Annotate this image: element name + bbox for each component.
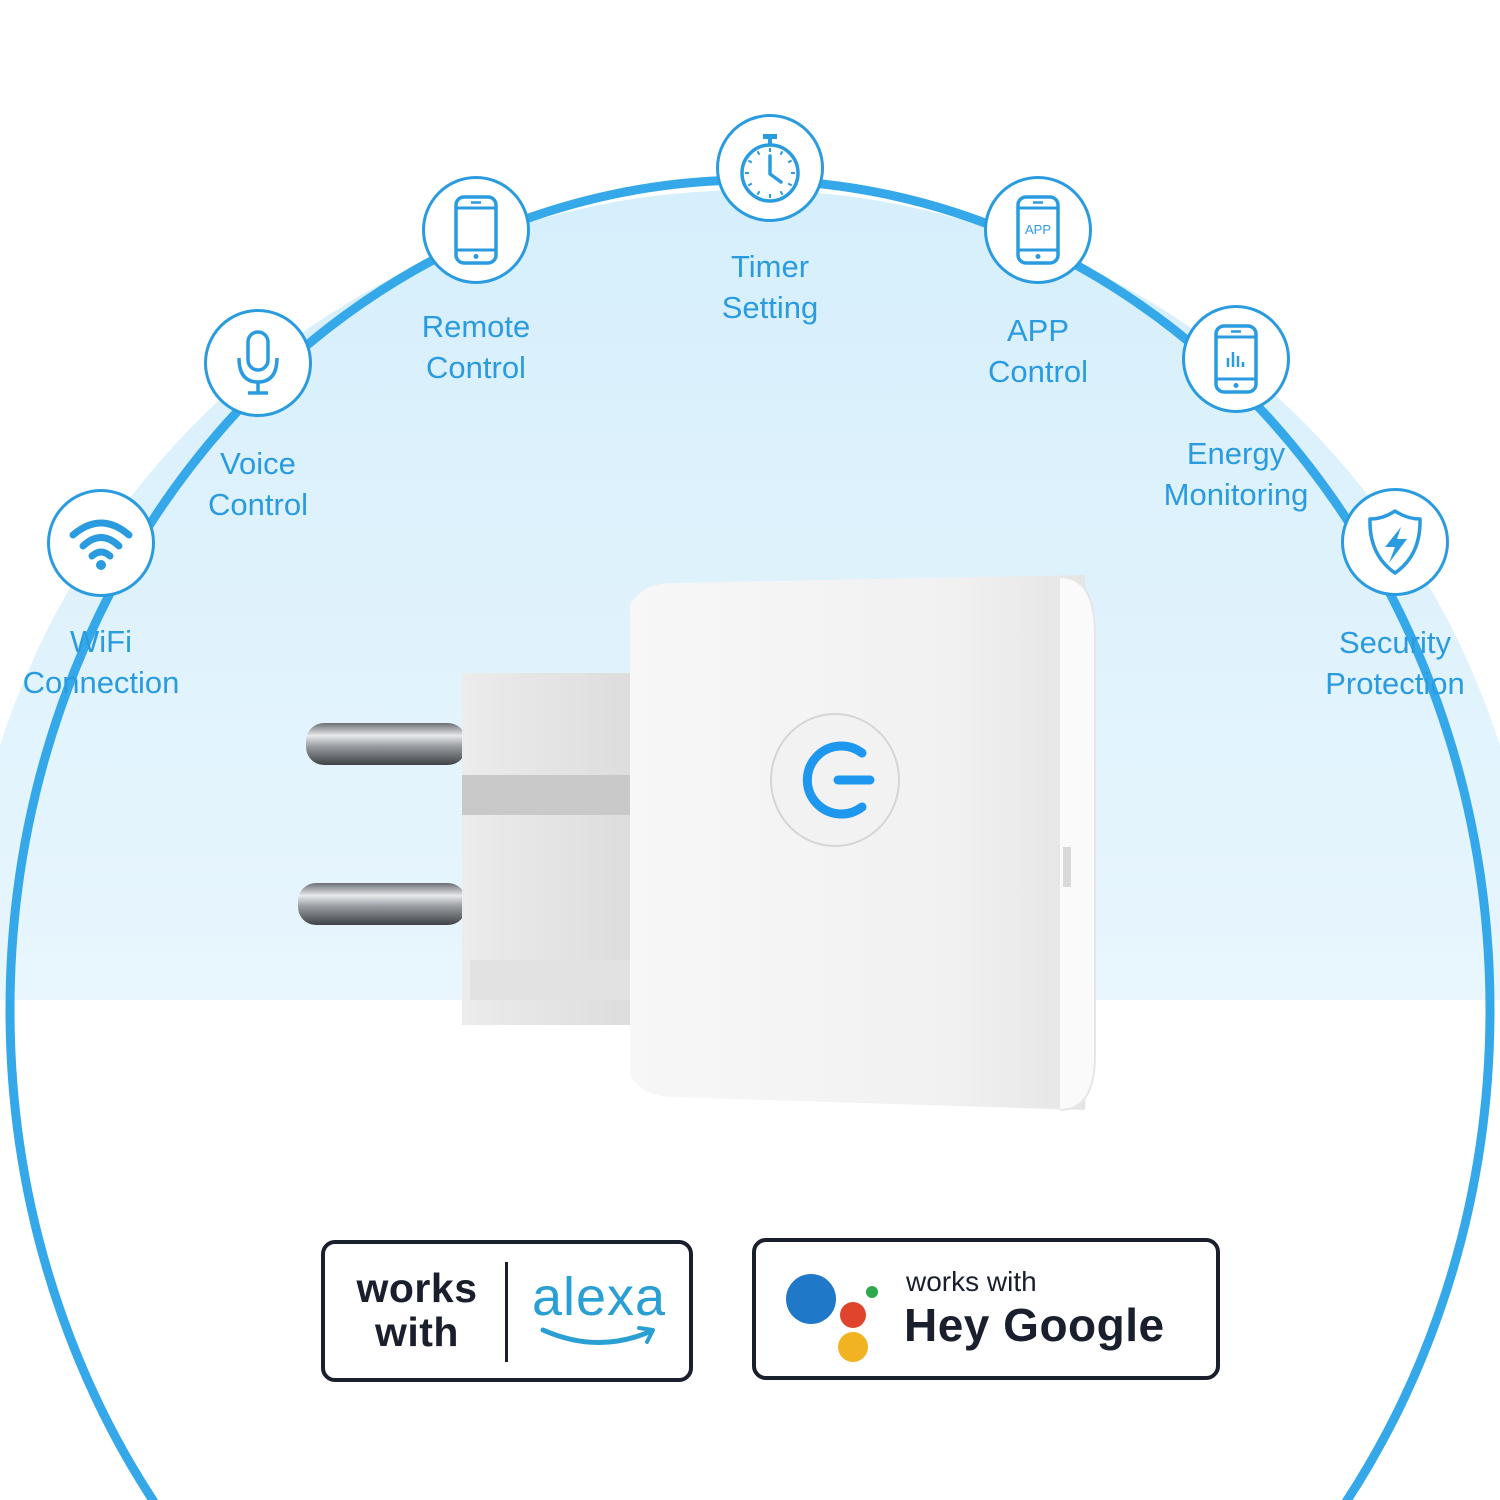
energy-chart-phone-icon: [1214, 324, 1258, 394]
wifi-icon: [69, 519, 133, 570]
feature-label-security: Security Protection: [1325, 625, 1465, 701]
feature-voice: Voice Control: [158, 309, 358, 525]
feature-icon-circle: [716, 114, 824, 222]
feature-icon-circle: [422, 176, 530, 284]
feature-label-voice: Voice Control: [208, 446, 308, 522]
google-assistant-icon: [782, 1270, 882, 1362]
feature-label-timer: Timer Setting: [721, 249, 819, 325]
feature-wifi: WiFi Connection: [1, 489, 201, 703]
microphone-icon: [237, 330, 279, 395]
feature-remote: Remote Control: [376, 176, 576, 388]
feature-label-wifi: WiFi Connection: [22, 624, 180, 700]
alexa-works-with-text: works with: [356, 1265, 478, 1355]
feature-icon-circle: APP: [984, 176, 1092, 284]
shield-lightning-icon: [1368, 509, 1422, 575]
stopwatch-icon: [740, 134, 800, 203]
feature-icon-circle: [204, 309, 312, 417]
works-with-alexa-badge: works with alexa: [321, 1240, 693, 1382]
google-works-with-text: works with: [906, 1266, 1037, 1297]
app-icon-text: APP: [1025, 222, 1051, 237]
works-with-hey-google-badge: works with Hey Google: [752, 1238, 1220, 1380]
alexa-divider: [505, 1262, 508, 1362]
feature-icon-circle: [1182, 305, 1290, 413]
hey-google-text: Hey Google: [904, 1299, 1165, 1351]
feature-icon-circle: [1341, 488, 1449, 596]
power-icon: [802, 741, 875, 819]
app-phone-icon: APP: [1016, 195, 1060, 265]
feature-security: Security Protection: [1295, 488, 1495, 704]
feature-label-app: APP Control: [988, 313, 1088, 389]
alexa-logo-text: alexa: [532, 1267, 667, 1327]
feature-icon-circle: [47, 489, 155, 597]
feature-label-remote: Remote Control: [421, 309, 531, 385]
feature-timer: Timer Setting: [670, 114, 870, 328]
smart-plug-image: [298, 575, 1096, 1111]
alexa-smile-icon: [540, 1326, 655, 1345]
smartphone-icon: [454, 195, 498, 265]
feature-app: APP APP Control: [938, 176, 1138, 392]
feature-energy: Energy Monitoring: [1136, 305, 1336, 515]
feature-label-energy: Energy Monitoring: [1163, 436, 1309, 512]
